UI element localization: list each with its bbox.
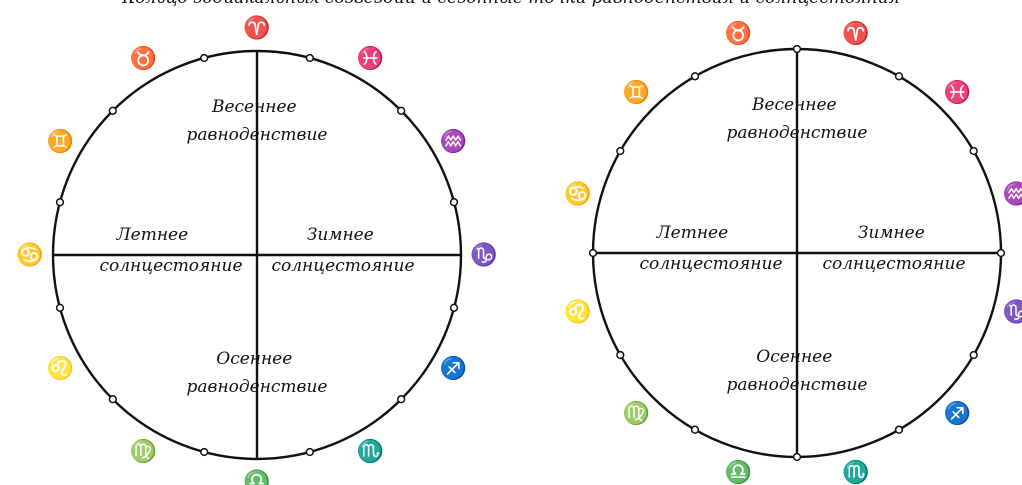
ring-marker <box>792 44 802 54</box>
tick-markers <box>588 44 1006 462</box>
label-winter-line2: солнцестояние <box>271 256 414 276</box>
label-summer-solstice: Летнее солнцестояние <box>639 223 782 274</box>
leo-icon: ♌ <box>47 356 74 382</box>
libra-icon: ♎ <box>724 459 751 485</box>
label-winter-solstice: Зимнее солнцестояние <box>271 225 414 276</box>
label-autumn-line2: равноденствие <box>727 375 868 395</box>
taurus-icon: ♉ <box>724 21 751 47</box>
ring-marker <box>894 425 904 434</box>
ring-marker <box>792 452 802 462</box>
ring-marker <box>996 248 1006 258</box>
label-summer-line2: солнцестояние <box>639 254 782 274</box>
label-spring-line1: Весеннее <box>751 95 837 115</box>
aries-icon: ♈ <box>243 15 270 41</box>
ring-marker <box>397 395 406 404</box>
capricorn-icon: ♑ <box>1003 299 1022 325</box>
zodiac-diagram-left: ♈ ♓ ♒ ♑ ♐ ♏ ♎ ♍ ♌ ♋ ♊ ♉ Весеннее равноденствие Летн… <box>16 15 497 485</box>
ring-marker <box>588 248 598 258</box>
label-summer-line1: Летнее <box>655 223 728 243</box>
libra-icon: ♎ <box>243 469 270 485</box>
scorpio-icon: ♏ <box>842 459 869 485</box>
ring-marker <box>449 303 459 312</box>
ring-marker <box>397 106 406 115</box>
leo-icon: ♌ <box>564 299 591 325</box>
ring-marker <box>616 350 625 360</box>
ring-marker <box>616 146 625 156</box>
zodiac-signs: ♈ ♓ ♒ ♑ ♐ ♏ ♎ ♍ ♌ ♋ ♊ ♉ <box>564 21 1022 485</box>
taurus-icon: ♉ <box>130 45 157 71</box>
ring-marker <box>305 447 314 457</box>
ring-marker <box>969 146 978 156</box>
tick-markers <box>55 53 459 457</box>
ring-marker <box>200 447 209 457</box>
label-spring-line1: Весеннее <box>211 97 297 117</box>
label-summer-solstice: Летнее солнцестояние <box>99 225 242 276</box>
label-spring-line2: равноденствие <box>187 125 328 145</box>
ring-marker <box>55 303 65 312</box>
label-spring-equinox: Весеннее равноденствие <box>727 95 868 143</box>
ring-marker <box>108 106 117 115</box>
top-cutoff-caption: Кольцо зодиакальных созвездий и сезонные… <box>121 0 900 8</box>
ring-marker <box>200 53 209 63</box>
label-spring-line2: равноденствие <box>727 123 868 143</box>
zodiac-diagram-right: ♈ ♓ ♒ ♑ ♐ ♏ ♎ ♍ ♌ ♋ ♊ ♉ Весеннее равноденствие Летн… <box>564 21 1022 485</box>
capricorn-icon: ♑ <box>470 242 497 268</box>
label-winter-line1: Зимнее <box>858 223 925 243</box>
sagittarius-icon: ♐ <box>944 401 971 427</box>
zodiac-signs: ♈ ♓ ♒ ♑ ♐ ♏ ♎ ♍ ♌ ♋ ♊ ♉ <box>16 15 497 485</box>
sagittarius-icon: ♐ <box>440 356 467 382</box>
gemini-icon: ♊ <box>47 129 74 155</box>
virgo-icon: ♍ <box>130 439 157 465</box>
gemini-icon: ♊ <box>623 80 650 106</box>
aries-icon: ♈ <box>842 21 869 47</box>
pisces-icon: ♓ <box>944 80 971 106</box>
virgo-icon: ♍ <box>623 401 650 427</box>
label-autumn-line1: Осеннее <box>216 349 292 369</box>
label-spring-equinox: Весеннее равноденствие <box>187 97 328 145</box>
ring-marker <box>690 425 700 434</box>
ring-marker <box>108 395 117 404</box>
cancer-icon: ♋ <box>564 181 591 207</box>
scorpio-icon: ♏ <box>357 439 384 465</box>
aquarius-icon: ♒ <box>1003 181 1022 207</box>
pisces-icon: ♓ <box>357 45 384 71</box>
label-winter-solstice: Зимнее солнцестояние <box>822 223 965 274</box>
aquarius-icon: ♒ <box>440 129 467 155</box>
label-autumn-equinox: Осеннее равноденствие <box>727 347 868 395</box>
label-autumn-equinox: Осеннее равноденствие <box>187 349 328 397</box>
ring-marker <box>894 72 904 81</box>
label-autumn-line1: Осеннее <box>756 347 832 367</box>
ring-marker <box>305 53 314 63</box>
cancer-icon: ♋ <box>16 242 43 268</box>
label-winter-line2: солнцестояние <box>822 254 965 274</box>
ring-marker <box>55 198 65 207</box>
ring-marker <box>969 350 978 360</box>
ring-marker <box>449 198 459 207</box>
ring-marker <box>690 72 700 81</box>
label-autumn-line2: равноденствие <box>187 377 328 397</box>
label-summer-line1: Летнее <box>115 225 188 245</box>
label-winter-line1: Зимнее <box>307 225 374 245</box>
label-summer-line2: солнцестояние <box>99 256 242 276</box>
